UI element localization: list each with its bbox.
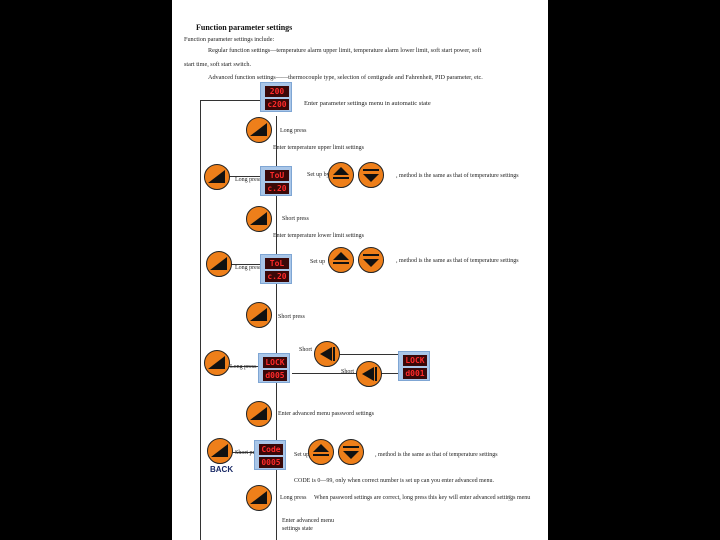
set-up-text: Set up	[294, 452, 310, 458]
regular-text-1: Regular function settings—temperature al…	[208, 47, 482, 54]
short-press-text: Short press	[278, 314, 305, 320]
set-triangle-icon	[250, 407, 267, 420]
display-lower-limit: ToL c.20	[260, 254, 292, 284]
set-triangle-icon	[210, 257, 227, 270]
regular-text-2: start time, soft start switch.	[184, 61, 252, 68]
branch-line-1	[226, 176, 260, 177]
set-button-back-2[interactable]	[206, 251, 232, 277]
manual-page: Function parameter settings Function par…	[172, 0, 548, 540]
lock-arrow-bottom	[292, 373, 398, 374]
shift-button[interactable]	[314, 341, 340, 367]
shift-left-icon	[362, 367, 377, 381]
display-bottom-digits: c.20	[265, 271, 289, 282]
code-note-text: CODE is 0—99, only when correct number i…	[294, 478, 494, 484]
display-bottom-digits: d005	[263, 370, 287, 381]
long-press-text: Long press	[280, 128, 307, 134]
display-bottom-digits: 0005	[259, 457, 283, 468]
down-arrow-icon	[363, 169, 379, 182]
display-bottom-digits: d001	[403, 368, 427, 379]
set-triangle-icon	[211, 444, 228, 457]
set-button-back-3[interactable]	[204, 350, 230, 376]
enter-password-text: Enter advanced menu password settings	[278, 411, 374, 417]
branch-line-3	[226, 366, 260, 367]
main-flow-line	[276, 116, 277, 540]
down-arrow-icon	[363, 254, 379, 267]
up-arrow-icon	[333, 252, 349, 264]
short-text: Short	[299, 347, 313, 353]
long-press-text: Long press	[235, 265, 262, 271]
display-setpoint: 200 c200	[260, 82, 292, 112]
set-up-text: Set up	[310, 259, 326, 265]
short-text: Short	[341, 369, 355, 375]
set-button[interactable]	[246, 401, 272, 427]
display-top-digits: ToL	[265, 258, 289, 269]
enter-advanced-text-2: settings state	[282, 526, 313, 532]
display-top-digits: Code	[259, 444, 283, 455]
set-triangle-icon	[208, 356, 225, 369]
advanced-text: Advanced function settings——thermocouple…	[208, 74, 483, 81]
display-top-digits: 200	[265, 86, 289, 97]
down-arrow-icon	[343, 446, 359, 459]
enter-lower-text: Enter temperature lower limit settings	[273, 233, 364, 239]
up-button[interactable]	[328, 162, 354, 188]
same-method-text: , method is the same as that of temperat…	[396, 173, 519, 179]
display-top-digits: LOCK	[263, 357, 287, 368]
up-arrow-icon	[333, 167, 349, 179]
back-label: BACK	[210, 465, 234, 474]
short-press-text: Short press	[282, 216, 309, 222]
lock-arrow-top	[338, 354, 398, 355]
page-number: 5	[508, 494, 512, 503]
down-button[interactable]	[338, 439, 364, 465]
set-button-back-1[interactable]	[204, 164, 230, 190]
up-button[interactable]	[328, 247, 354, 273]
intro-text: Function parameter settings include:	[184, 36, 275, 43]
long-press-text: Long press	[230, 364, 257, 370]
display-bottom-digits: c200	[265, 99, 289, 110]
down-button[interactable]	[358, 162, 384, 188]
section-title: Function parameter settings	[196, 23, 293, 32]
long-press-text: Long press	[280, 495, 307, 501]
set-button-back-4[interactable]	[207, 438, 233, 464]
set-button[interactable]	[246, 302, 272, 328]
same-method-text: , method is the same as that of temperat…	[396, 258, 519, 264]
display-top-digits: ToU	[265, 170, 289, 181]
set-triangle-icon	[250, 212, 267, 225]
shift-left-icon	[320, 347, 335, 361]
set-triangle-icon	[250, 123, 267, 136]
display-lock-changed: LOCK d001	[398, 351, 430, 381]
enter-param-text: Enter parameter settings menu in automat…	[304, 100, 431, 107]
display-upper-limit: ToU c.20	[260, 166, 292, 196]
set-triangle-icon	[250, 308, 267, 321]
set-button[interactable]	[246, 206, 272, 232]
display-code: Code 0005	[254, 440, 286, 470]
up-arrow-icon	[313, 444, 329, 456]
down-button[interactable]	[358, 247, 384, 273]
long-press-text: Long press	[235, 177, 262, 183]
display-bottom-digits: c.20	[265, 183, 289, 194]
shift-button[interactable]	[356, 361, 382, 387]
branch-line-4	[226, 452, 260, 453]
set-button[interactable]	[246, 117, 272, 143]
set-triangle-icon	[208, 170, 225, 183]
set-triangle-icon	[250, 491, 267, 504]
set-button[interactable]	[246, 485, 272, 511]
up-button[interactable]	[308, 439, 334, 465]
short-press-text: Short press	[235, 450, 262, 456]
enter-upper-text: Enter temperature upper limit settings	[273, 145, 364, 151]
display-lock: LOCK d005	[258, 353, 290, 383]
return-line	[200, 100, 201, 540]
set-up-by-text: Set up by	[307, 172, 330, 178]
same-method-text: , method is the same as that of temperat…	[375, 452, 498, 458]
password-correct-text: When password settings are correct, long…	[314, 495, 531, 501]
display-top-digits: LOCK	[403, 355, 427, 366]
return-line-top	[200, 100, 260, 101]
enter-advanced-text-1: Enter advanced menu	[282, 518, 334, 524]
branch-line-2	[226, 264, 260, 265]
